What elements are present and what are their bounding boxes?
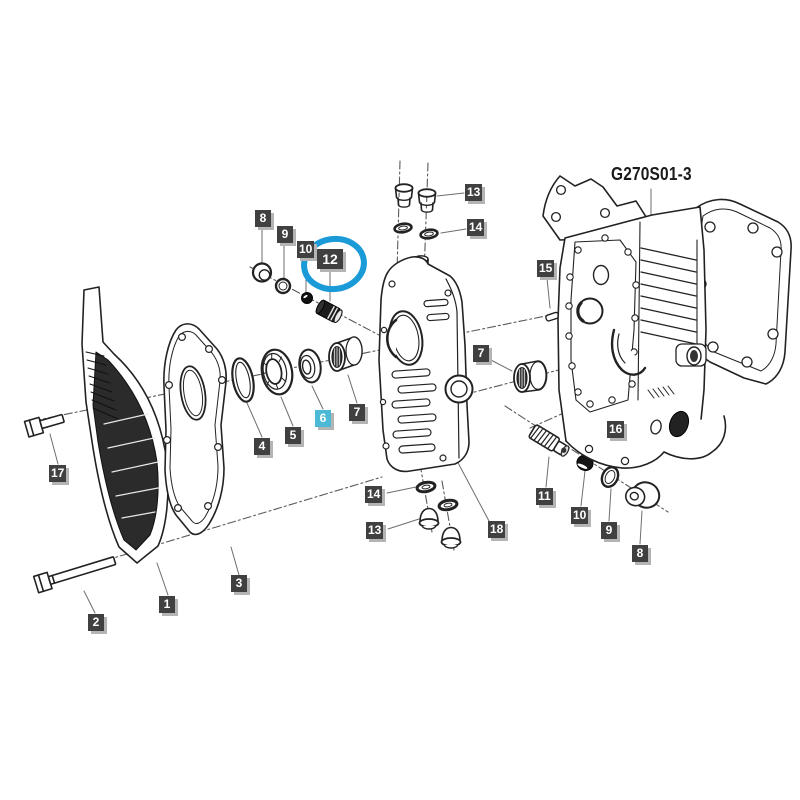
badge-leader-lines: [49, 188, 652, 614]
part-drawing-housing: [542, 175, 792, 469]
diagram-title: G270S01-3: [611, 164, 692, 184]
part-drawing-cover-18: [378, 255, 474, 473]
part-drawing-bearing-5: [260, 348, 294, 396]
part-badge-10-top[interactable]: 10: [297, 241, 315, 258]
part-badge-13-left[interactable]: 13: [366, 522, 384, 539]
part-drawing-screw-11: [528, 424, 570, 457]
part-drawing-caps-13-top: [394, 183, 437, 213]
part-badge-15[interactable]: 15: [537, 260, 555, 277]
part-drawing-oring-4: [231, 357, 255, 403]
part-badge-7-right[interactable]: 7: [473, 345, 489, 362]
part-drawing-needle-bearing-7-right: [513, 360, 548, 393]
part-drawing-caps-13-bottom: [418, 507, 462, 549]
part-badge-4[interactable]: 4: [254, 438, 270, 455]
part-badge-6-selected[interactable]: 6: [315, 410, 331, 427]
part-drawing-plug-8b: [624, 481, 661, 509]
part-badge-17[interactable]: 17: [49, 465, 67, 482]
part-badge-13-top[interactable]: 13: [465, 184, 483, 201]
part-drawing-oring-9b: [600, 466, 620, 488]
part-badge-2[interactable]: 2: [88, 614, 104, 631]
part-badge-3[interactable]: 3: [231, 575, 247, 592]
part-drawing-washers-14-bottom: [415, 480, 459, 512]
part-badge-14-left[interactable]: 14: [365, 486, 383, 503]
part-badge-18[interactable]: 18: [488, 521, 506, 538]
part-drawing-oring-9: [274, 277, 292, 295]
part-badge-8-top[interactable]: 8: [255, 210, 271, 227]
part-badge-10-bottom[interactable]: 10: [571, 507, 589, 524]
part-drawing-needle-bearing-7: [328, 336, 363, 372]
part-badge-9-top[interactable]: 9: [277, 226, 293, 243]
part-drawing-cap-8: [251, 262, 273, 283]
part-drawing-bearing-6: [298, 348, 322, 384]
part-drawing-lever-1: [81, 286, 169, 564]
part-badge-5[interactable]: 5: [285, 427, 301, 444]
part-badge-1[interactable]: 1: [159, 596, 175, 613]
part-badge-14-top[interactable]: 14: [467, 219, 485, 236]
part-badge-8-bottom[interactable]: 8: [632, 545, 648, 562]
part-badge-7-mid[interactable]: 7: [349, 404, 365, 421]
highlight-ellipse: [301, 235, 367, 293]
part-drawing-bolt-17: [23, 413, 65, 438]
part-drawing-ball-10: [301, 292, 313, 304]
part-badge-9-bottom[interactable]: 9: [601, 522, 617, 539]
part-drawing-washers-14-top: [393, 222, 439, 240]
part-drawing-valve-12: [315, 299, 343, 324]
part-badge-16[interactable]: 16: [607, 421, 625, 438]
part-drawing-gasket-3: [163, 323, 227, 536]
part-badge-12-highlighted[interactable]: 12: [317, 249, 343, 269]
part-drawing-bolt-2: [32, 556, 117, 594]
part-badge-11[interactable]: 11: [536, 488, 553, 505]
